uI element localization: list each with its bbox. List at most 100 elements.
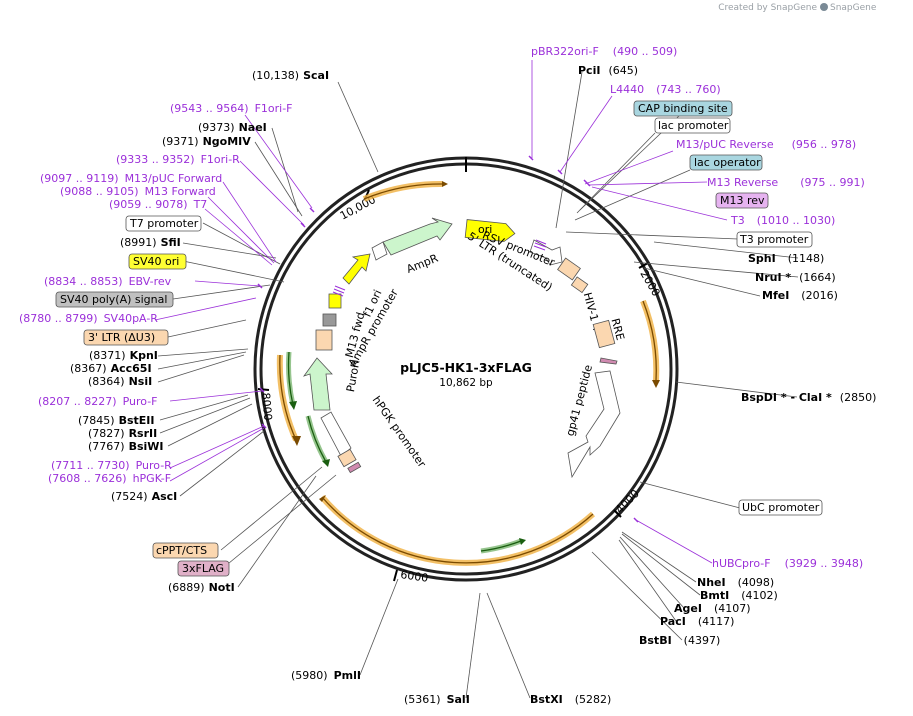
label-3xflag[interactable]: 3xFLAG: [177, 560, 230, 577]
svg-text:lac operator: lac operator: [694, 156, 761, 169]
svg-text:3xFLAG: 3xFLAG: [182, 562, 224, 575]
svg-text:lac promoter: lac promoter: [658, 119, 729, 132]
enzyme-NheI[interactable]: NheI(4098): [697, 576, 774, 589]
orf-arc-left-arrow: [292, 436, 301, 446]
label-cap-binding-site[interactable]: CAP binding site: [633, 100, 733, 117]
enzyme-PacI[interactable]: PacI(4117): [660, 615, 734, 628]
primer-hPGK-F[interactable]: (7608 .. 7626)hPGK-F: [48, 472, 171, 485]
enzyme-connectors: [157, 71, 799, 699]
enzyme-BsiWI[interactable]: (7767)BsiWI: [88, 440, 164, 453]
gp41-feature: gp41 peptide: [564, 363, 621, 479]
plasmid-name: pLJC5-HK1-3xFLAG: [400, 360, 532, 375]
svg-text:CAP binding site: CAP binding site: [638, 102, 728, 115]
primer-markers: [257, 155, 639, 523]
orf-arc-bottom-arrow: [319, 495, 326, 502]
primer-Puro-R[interactable]: (7711 .. 7730)Puro-R: [51, 459, 172, 472]
primer-hUBCpro-F[interactable]: hUBCpro-F(3929 .. 3948): [712, 557, 863, 570]
label-cppt-cts[interactable]: cPPT/CTS: [152, 542, 219, 559]
primer-pBR322ori-F[interactable]: pBR322ori-F(490 .. 509): [531, 45, 677, 58]
primer-F1ori-F[interactable]: (9543 .. 9564)F1ori-F: [170, 102, 293, 115]
primer-SV40pA-R[interactable]: (8780 .. 8799)SV40pA-R: [19, 312, 158, 325]
svg-text:UbC promoter: UbC promoter: [742, 501, 820, 514]
svg-text:T3 promoter: T3 promoter: [739, 233, 809, 246]
orf-green-left2-arrow: [322, 459, 330, 467]
enzyme-SalI[interactable]: (5361)SalI: [404, 693, 470, 706]
svg-text:PuroR: PuroR: [344, 359, 362, 393]
orf-arc-top-arrow: [442, 181, 448, 187]
svg-text:RRE: RRE: [608, 317, 626, 342]
primer-M13-pUC-Reverse[interactable]: M13/pUC Reverse(956 .. 978): [676, 138, 856, 151]
enzyme-BstXI[interactable]: BstXI(5282): [530, 693, 611, 706]
label-t7-promoter[interactable]: T7 promoter: [125, 215, 202, 232]
primer-connectors: [154, 60, 728, 564]
svg-text:8000: 8000: [259, 392, 274, 421]
primer-T3[interactable]: T3(1010 .. 1030): [730, 214, 835, 227]
ampr-feature: AmpR: [382, 217, 453, 276]
enzyme-KpnI[interactable]: (8371)KpnI: [89, 349, 158, 362]
orf-green-bottom-arrow: [519, 538, 526, 545]
svg-text:ori: ori: [478, 223, 492, 236]
puror-feature: PuroR: [302, 357, 362, 411]
feature-connectors: [167, 114, 741, 569]
enzyme-NotI[interactable]: (6889)NotI: [168, 581, 235, 594]
hpgk-promoter-feature: hPGK promoter: [320, 394, 429, 474]
primer-M13-pUC-Forward[interactable]: (9097 .. 9119)M13/pUC Forward: [40, 172, 222, 185]
orf-arc-left-line: [279, 354, 297, 441]
enzyme-NsiI[interactable]: (8364)NsiI: [88, 375, 152, 388]
label-lac-operator[interactable]: lac operator: [689, 154, 763, 171]
label-3-ltr[interactable]: 3' LTR (ΔU3): [83, 329, 169, 346]
orf-arc-top-line: [363, 183, 443, 200]
label-sv40-polya[interactable]: SV40 poly(A) signal: [55, 291, 174, 308]
enzyme-NaeI[interactable]: (9373)NaeI: [198, 121, 267, 134]
primer-T7[interactable]: (9059 .. 9078)T7: [109, 198, 207, 211]
boxed-feature-labels: CAP binding site lac promoter lac operat…: [55, 100, 823, 577]
primer-M13-Forward[interactable]: (9088 .. 9105)M13 Forward: [60, 185, 216, 198]
label-ubc-promoter[interactable]: UbC promoter: [738, 499, 823, 516]
svg-text:3' LTR (ΔU3): 3' LTR (ΔU3): [88, 331, 155, 344]
primer-L4440[interactable]: L4440(743 .. 760): [610, 83, 721, 96]
svg-text:SV40 poly(A) signal: SV40 poly(A) signal: [60, 293, 167, 306]
primer-EBV-rev[interactable]: (8834 .. 8853)EBV-rev: [44, 275, 172, 288]
ltr5-feature: 5' LTR (truncated): [465, 230, 589, 294]
enzyme-BstEII[interactable]: (7845)BstEII: [78, 414, 154, 427]
orf-arc-bottom-line: [321, 496, 594, 564]
enzyme-SfiI[interactable]: (8991)SfiI: [120, 236, 181, 249]
enzyme-RsrII[interactable]: (7827)RsrII: [88, 427, 157, 440]
enzyme-Acc65I[interactable]: (8367)Acc65I: [70, 362, 152, 375]
enzyme-NgoMIV[interactable]: (9371)NgoMIV: [162, 135, 251, 148]
primer-M13-Reverse[interactable]: M13 Reverse(975 .. 991): [707, 176, 865, 189]
feature-ticks-top-right: [533, 239, 547, 251]
ltr3-feature: [315, 329, 333, 351]
enzyme-ScaI[interactable]: (10,138)ScaI: [252, 69, 329, 82]
plasmid-length: 10,862 bp: [439, 377, 493, 389]
label-m13-rev[interactable]: M13 rev: [715, 192, 769, 209]
enzyme-BstBI[interactable]: BstBI(4397): [639, 634, 720, 647]
svg-text:6000: 6000: [400, 568, 430, 585]
label-t3-promoter[interactable]: T3 promoter: [736, 231, 813, 248]
snapgene-logo-icon: [820, 3, 828, 11]
label-sv40-ori[interactable]: SV40 ori: [128, 253, 187, 270]
label-lac-promoter[interactable]: lac promoter: [654, 117, 731, 134]
svg-text:AmpR: AmpR: [405, 251, 441, 275]
svg-text:M13 rev: M13 rev: [720, 194, 765, 207]
primer-F1ori-R[interactable]: (9333 .. 9352)F1ori-R: [116, 153, 240, 166]
ori-feature: ori: [464, 219, 516, 242]
enzyme-BspDI-ClaI[interactable]: BspDI * - ClaI *(2850): [741, 391, 876, 404]
ring-tick-6000: 6000: [393, 568, 430, 585]
credit-text: Created by SnapGene: [718, 3, 817, 13]
svg-text:SV40 ori: SV40 ori: [133, 255, 179, 268]
orf-arc-right-line: [642, 300, 657, 382]
feature-ticks-left: [332, 285, 346, 297]
enzyme-PciI[interactable]: PciI(645): [578, 64, 638, 77]
enzyme-BmtI[interactable]: BmtI(4102): [700, 589, 778, 602]
enzyme-PmlI[interactable]: (5980)PmlI: [291, 669, 361, 682]
svg-text:hPGK promoter: hPGK promoter: [370, 394, 429, 471]
enzyme-NruI[interactable]: NruI *(1664): [755, 271, 836, 284]
orf-green-left1-arrow: [289, 401, 297, 410]
enzyme-SphI[interactable]: SphI(1148): [748, 252, 824, 265]
enzyme-AgeI[interactable]: AgeI(4107): [674, 602, 751, 615]
enzyme-MfeI[interactable]: MfeI(2016): [762, 289, 838, 302]
enzyme-AscI[interactable]: (7524)AscI: [111, 490, 177, 503]
primer-Puro-F[interactable]: (8207 .. 8227)Puro-F: [38, 395, 158, 408]
